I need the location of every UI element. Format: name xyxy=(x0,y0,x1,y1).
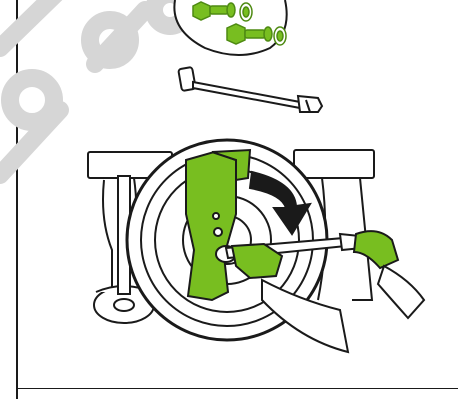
watermark xyxy=(0,0,186,175)
socket-wrench-tool xyxy=(178,67,322,112)
bolt-pair-icon xyxy=(174,0,286,55)
